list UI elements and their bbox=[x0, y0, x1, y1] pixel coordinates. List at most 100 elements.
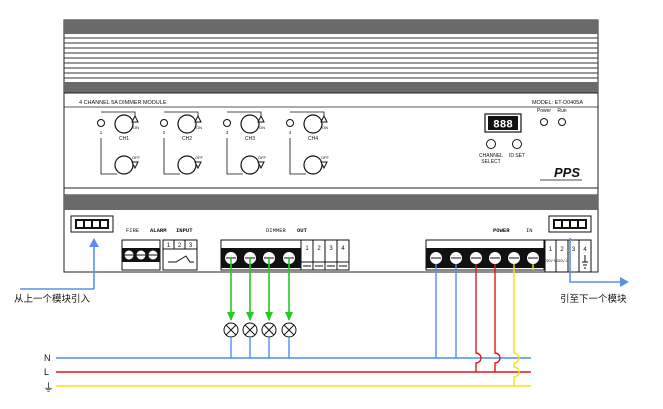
run-led bbox=[558, 118, 566, 126]
power-number-3: 3 bbox=[572, 247, 576, 253]
live-feed bbox=[494, 264, 501, 372]
lamp-feed-arrow bbox=[246, 312, 254, 321]
power-sub-n: 220V N bbox=[545, 259, 557, 263]
run-indicator-label: Run bbox=[557, 108, 566, 114]
lamp-feed-arrow bbox=[265, 312, 273, 321]
outgoing-annotation: 引至下一个模块 bbox=[560, 293, 627, 305]
down-arrow-icon bbox=[194, 161, 202, 170]
power-number-1: 1 bbox=[549, 247, 553, 253]
channel-name: CH1 bbox=[119, 136, 129, 142]
front-panel bbox=[63, 92, 599, 196]
power-led bbox=[540, 118, 548, 126]
off-label: OFF bbox=[321, 155, 330, 160]
lamp-cross bbox=[263, 324, 275, 336]
left-bus-connector bbox=[70, 215, 114, 233]
power-number-4: 4 bbox=[583, 247, 587, 253]
bus-label-l: L bbox=[44, 367, 49, 377]
power-number-2: 2 bbox=[560, 247, 564, 253]
channel-number: 1 bbox=[100, 130, 103, 135]
cooling-fins bbox=[64, 20, 598, 93]
supply-bus bbox=[56, 357, 531, 387]
on-button bbox=[303, 114, 323, 134]
lower-rail bbox=[64, 195, 598, 210]
power-input-terminals bbox=[425, 239, 545, 271]
up-arrow-icon bbox=[131, 114, 139, 123]
bus-label-pe: ⏚ bbox=[43, 381, 54, 394]
in-label: IN bbox=[526, 227, 533, 234]
down-arrow-icon bbox=[257, 161, 265, 170]
up-arrow-icon bbox=[194, 114, 202, 123]
on-label: ON bbox=[322, 125, 328, 130]
on-button bbox=[114, 114, 134, 134]
segment-display: 888 bbox=[484, 113, 522, 133]
live-feed bbox=[475, 264, 482, 372]
off-button bbox=[114, 155, 134, 175]
channel-select-label-1: CHANNEL bbox=[479, 153, 503, 159]
fire-alarm-terminal bbox=[121, 239, 161, 271]
channel-number: 2 bbox=[163, 130, 166, 135]
on-label: ON bbox=[196, 125, 202, 130]
channel-bracket bbox=[226, 144, 243, 175]
power-indicator-label: Power bbox=[537, 108, 552, 114]
module-title: 4 CHANNEL 5A DIMMER MODULE bbox=[79, 100, 167, 106]
outgoing-arrow bbox=[569, 238, 629, 287]
channel-name: CH2 bbox=[182, 136, 192, 142]
id-set-label: ID SET bbox=[509, 153, 525, 159]
channel-led bbox=[160, 119, 168, 127]
display-digits: 888 bbox=[493, 120, 513, 132]
module-housing bbox=[63, 19, 599, 273]
fire-label: FIRE bbox=[126, 227, 140, 234]
off-button bbox=[240, 155, 260, 175]
id-set-button[interactable] bbox=[512, 139, 522, 149]
dimmer-label: DIMMER bbox=[266, 227, 287, 234]
input-contact-terminal bbox=[162, 239, 198, 271]
lamp-circuits bbox=[223, 258, 297, 358]
on-label: ON bbox=[259, 125, 265, 130]
input-terminal-1: 1 bbox=[167, 243, 171, 249]
incoming-annotation: 从上一个模块引入 bbox=[14, 293, 91, 305]
lamp-cross bbox=[244, 324, 256, 336]
right-bus-connector bbox=[548, 215, 592, 233]
out-number-4: 4 bbox=[341, 246, 345, 252]
earth-feed bbox=[513, 264, 520, 386]
up-arrow-icon bbox=[320, 114, 328, 123]
model-label: MODEL: ET-D0405A bbox=[532, 100, 583, 106]
on-label: ON bbox=[133, 125, 139, 130]
lamp-circuit-4 bbox=[281, 258, 297, 358]
out-label: OUT bbox=[297, 227, 308, 234]
lamp-circuit-3 bbox=[261, 258, 277, 358]
channel-select-button[interactable] bbox=[486, 139, 496, 149]
off-label: OFF bbox=[195, 155, 204, 160]
out-number-1: 1 bbox=[305, 246, 309, 252]
lamp-circuit-1 bbox=[223, 258, 239, 358]
lamp-feed-arrow bbox=[227, 312, 235, 321]
power-number-block bbox=[544, 239, 592, 273]
power-feed-wires bbox=[435, 264, 534, 386]
off-label: OFF bbox=[258, 155, 267, 160]
off-label: OFF bbox=[132, 155, 141, 160]
channel-select-label-2: SELECT bbox=[481, 159, 500, 165]
power-sub-l: 220V L bbox=[556, 259, 567, 263]
power-label: POWER bbox=[493, 227, 510, 234]
output-number-block bbox=[300, 239, 350, 271]
out-number-3: 3 bbox=[329, 246, 333, 252]
channel-bracket bbox=[100, 144, 117, 175]
on-button bbox=[177, 114, 197, 134]
lamp-circuit-2 bbox=[242, 258, 258, 358]
channel-name: CH3 bbox=[245, 136, 255, 142]
input-label: INPUT bbox=[176, 227, 193, 234]
channel-bracket bbox=[289, 144, 306, 175]
up-arrow-icon bbox=[257, 114, 265, 123]
input-terminal-3: 3 bbox=[189, 243, 193, 249]
on-button bbox=[240, 114, 260, 134]
lamp-cross bbox=[225, 324, 237, 336]
lamp-cross bbox=[283, 324, 295, 336]
down-arrow-icon bbox=[320, 161, 328, 170]
brand-logo: PPS bbox=[554, 165, 580, 180]
